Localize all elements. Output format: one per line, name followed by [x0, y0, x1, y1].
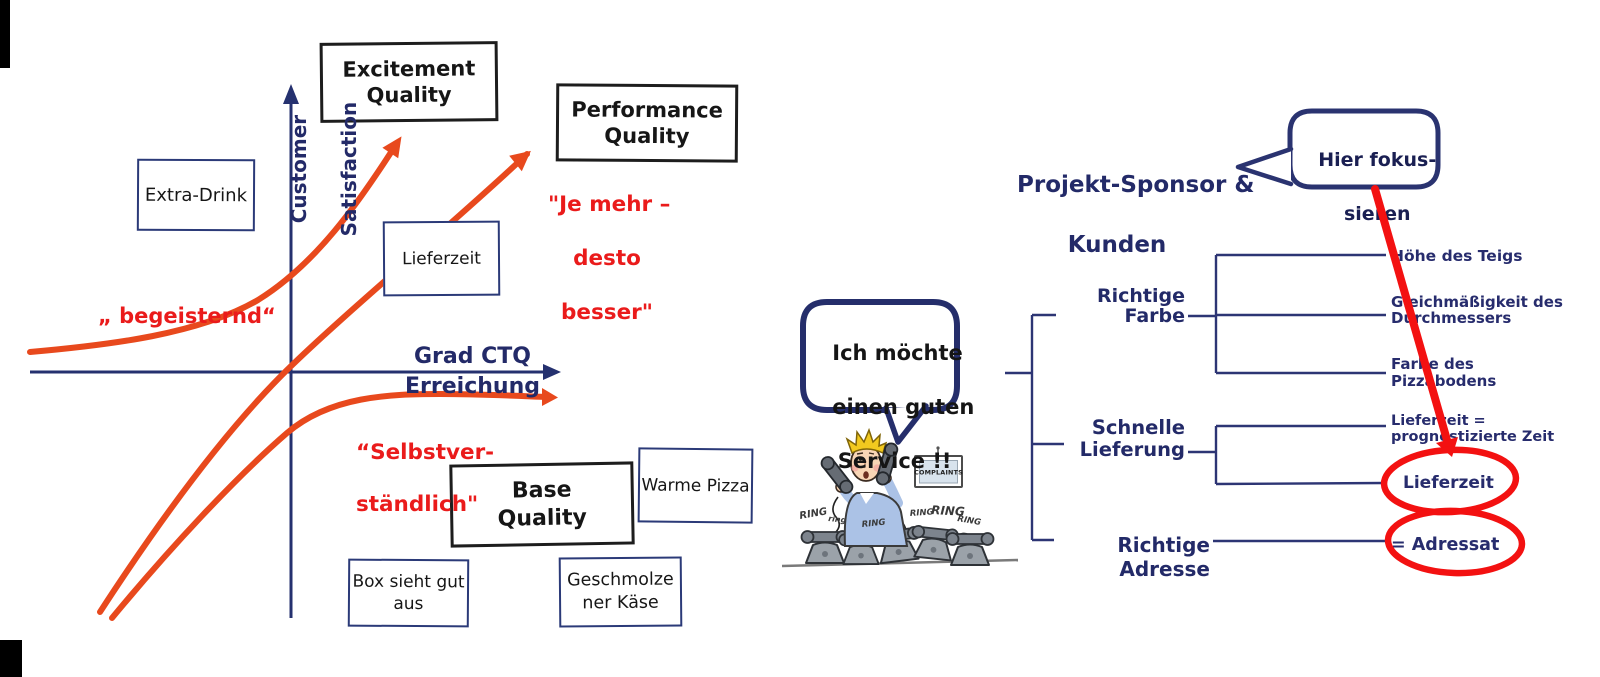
service-bubble-body — [800, 299, 960, 413]
torso — [843, 492, 909, 547]
ring-text: RING — [956, 514, 981, 528]
desk-phone — [945, 532, 995, 566]
leaf-lieferzeit: Lieferzeit — [1403, 473, 1494, 493]
je-mehr-annotation: "Je mehr – desto besser" — [547, 192, 671, 325]
scan-mark-top-left — [0, 0, 10, 68]
lieferzeit-box-label: Lieferzeit — [401, 248, 481, 269]
base-quality-label: Base — [511, 476, 572, 504]
eye — [869, 457, 874, 461]
category-schnelle-lieferung: Schnelle Lieferung — [1079, 416, 1185, 461]
extra-drink-box: Extra-Drink — [136, 158, 256, 232]
nose — [864, 460, 867, 469]
eye — [858, 457, 863, 461]
box-sieht-gut-aus-box: Box sieht gut aus — [347, 558, 470, 628]
service-bubble-tail — [883, 403, 929, 445]
performance-quality-label: Performance — [571, 97, 723, 123]
selbstverstaendlich-annotation: “Selbstver- ständlich" — [355, 440, 495, 517]
eyebrows — [856, 452, 875, 455]
ring-sounds: RING ring RING RING RING RING — [799, 503, 982, 530]
sign-pin — [936, 446, 940, 450]
box-sieht-gut-aus-label: Box sieht gut — [352, 571, 465, 593]
ring-text: ring — [828, 514, 847, 525]
performance-quality-box: Performance Quality — [555, 83, 739, 163]
leaf-gleichmaessigkeit: Gleichmäßigkeit des Durchmessers — [1391, 293, 1563, 327]
service-bubble-text: Ich möchte einen guten Service !! — [832, 341, 975, 473]
ring-text: RING — [799, 506, 828, 522]
geschmolzener-kaese-box: Geschmolze ner Käse — [558, 556, 683, 628]
category-richtige-adresse: Richtige Adresse — [1117, 533, 1210, 581]
ring-text: RING — [931, 503, 965, 519]
shirt-collar — [860, 493, 874, 504]
category-richtige-farbe: Richtige Farbe — [1096, 285, 1185, 327]
performance-arrowhead — [509, 150, 531, 172]
phone-receiver — [820, 456, 854, 494]
extra-drink-label: Extra-Drink — [144, 184, 248, 206]
begeisternd-annotation: „ begeisternd“ — [98, 304, 276, 328]
phone-receiver — [875, 442, 899, 486]
base-arrowhead — [542, 388, 558, 406]
focus-bubble-text: Hier fokus- sieren — [1318, 149, 1437, 225]
y-axis-label: Customer Satisfaction — [287, 101, 361, 237]
excitement-curve — [27, 140, 400, 355]
ring-text: RING — [910, 507, 934, 519]
ring-text: RING — [861, 518, 886, 530]
cheek — [851, 464, 859, 472]
call-center-cartoon: COMPLAINTS RING ring RING RING RING RING — [781, 427, 1019, 568]
ctq-title: Projekt-Sponsor & Kunden — [1017, 172, 1255, 258]
excitement-quality-label: Excitement — [342, 56, 476, 82]
kano-curve-arrowheads — [382, 136, 558, 406]
mouth — [863, 471, 869, 479]
excitement-arrowhead — [382, 136, 402, 159]
x-axis-label-line2: Erreichung — [405, 374, 540, 399]
warme-pizza-box: Warme Pizza — [637, 447, 754, 524]
performance-curve — [97, 151, 530, 615]
x-axis-arrowhead — [543, 364, 561, 380]
focus-speech-bubble — [1235, 108, 1441, 190]
scan-mark-bottom-left — [0, 640, 22, 677]
branch-lieferzeit — [1215, 481, 1385, 486]
lieferzeit-box: Lieferzeit — [382, 220, 501, 297]
ctq-tree-lines — [1005, 253, 1386, 543]
kano-curves — [27, 140, 550, 621]
complaints-sign-label: COMPLAINTS — [914, 469, 963, 477]
leaf-farbe-pizzabodens: Farbe des Pizzabodens — [1391, 355, 1497, 390]
leaf-adressat: = Adressat — [1391, 535, 1500, 555]
leaf-prognostizierte-zeit: Lieferzeit = prognostizierte Zeit — [1391, 413, 1555, 445]
warme-pizza-label: Warme Pizza — [641, 474, 750, 497]
y-axis-arrowhead — [283, 84, 299, 104]
focus-bubble-tail — [1235, 146, 1294, 187]
service-speech-bubble — [800, 299, 960, 445]
x-axis-label-line1: Grad CTQ — [413, 344, 531, 369]
complaints-sign-glass — [919, 460, 958, 484]
base-curve — [109, 390, 550, 621]
geschmolzener-kaese-label: Geschmolze — [566, 569, 674, 591]
